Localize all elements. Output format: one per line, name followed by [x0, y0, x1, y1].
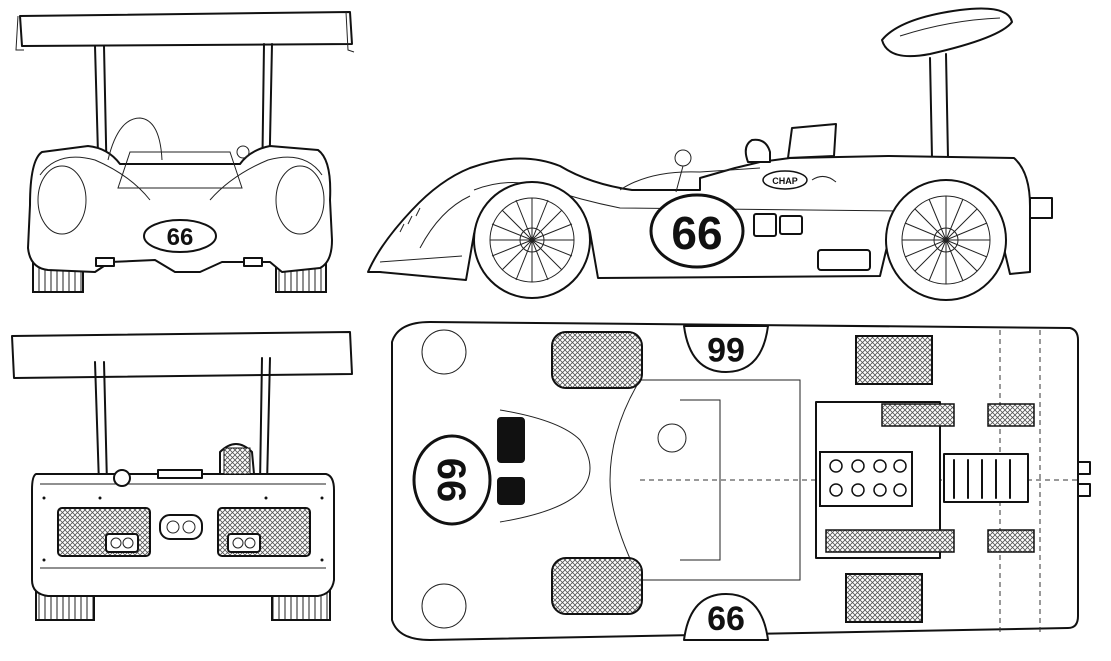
- front-number: 66: [167, 224, 194, 251]
- side-number: 66: [671, 207, 722, 259]
- side-badge: [762, 170, 808, 190]
- rear-exhaust: [159, 514, 203, 540]
- top-number: 66: [429, 458, 473, 503]
- front-number-roundel: [143, 219, 217, 253]
- front-view-body: [27, 145, 333, 273]
- top-number-roundel: [412, 434, 492, 526]
- side-number-roundel: [649, 193, 745, 269]
- front-view-rear-wing: [19, 11, 353, 47]
- side-view-rear-wing: [881, 7, 1013, 58]
- side-rear-wheel: [885, 179, 1007, 301]
- top-right-front-grille: [551, 557, 643, 615]
- rear-view-rear-wing: [11, 331, 353, 379]
- rear-deck-louvers: [943, 453, 1029, 503]
- side-view: 66 CHAP: [367, 7, 1053, 301]
- side-badge-text: CHAP: [772, 176, 798, 186]
- side-front-wheel: [473, 181, 591, 299]
- top-view: 66 66 66: [391, 321, 1091, 641]
- front-view: 66: [15, 11, 355, 293]
- top-side-number-lower: 66: [707, 600, 745, 638]
- top-side-number-upper: 66: [707, 330, 745, 368]
- rear-view: [11, 331, 353, 621]
- top-left-front-grille: [551, 331, 643, 389]
